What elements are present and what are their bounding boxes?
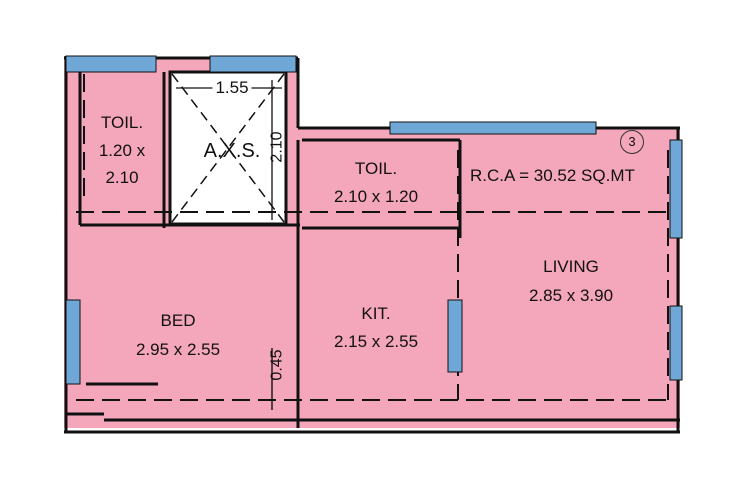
toilet2-name: TOIL. bbox=[354, 159, 398, 178]
toilet1-size-1: 1.20 x bbox=[98, 141, 146, 160]
windows bbox=[65, 55, 683, 385]
toilet2-size: 2.10 x 1.20 bbox=[333, 187, 419, 206]
bed-size: 2.95 x 2.55 bbox=[135, 340, 221, 359]
kitchen-name: KIT. bbox=[361, 304, 391, 323]
living-name: LIVING bbox=[543, 257, 599, 276]
living-size: 2.85 x 3.90 bbox=[528, 286, 614, 305]
walls bbox=[64, 56, 680, 434]
toilet1-name: TOIL. bbox=[100, 113, 144, 132]
toilet1-size-2: 2.10 bbox=[105, 168, 139, 187]
shaft-width-dim: 1.55 bbox=[212, 77, 252, 99]
ledge-dim: 0.45 bbox=[268, 349, 286, 381]
floor-fill bbox=[298, 128, 680, 428]
unit-number-badge: 3 bbox=[620, 130, 644, 154]
shaft-name: A.X.S. bbox=[203, 140, 261, 162]
area-label: R.C.A = 30.52 SQ.MT bbox=[470, 166, 635, 185]
bed-name: BED bbox=[160, 311, 196, 330]
kitchen-size: 2.15 x 2.55 bbox=[333, 332, 419, 351]
shaft-height-dim: 2.10 bbox=[268, 131, 286, 163]
